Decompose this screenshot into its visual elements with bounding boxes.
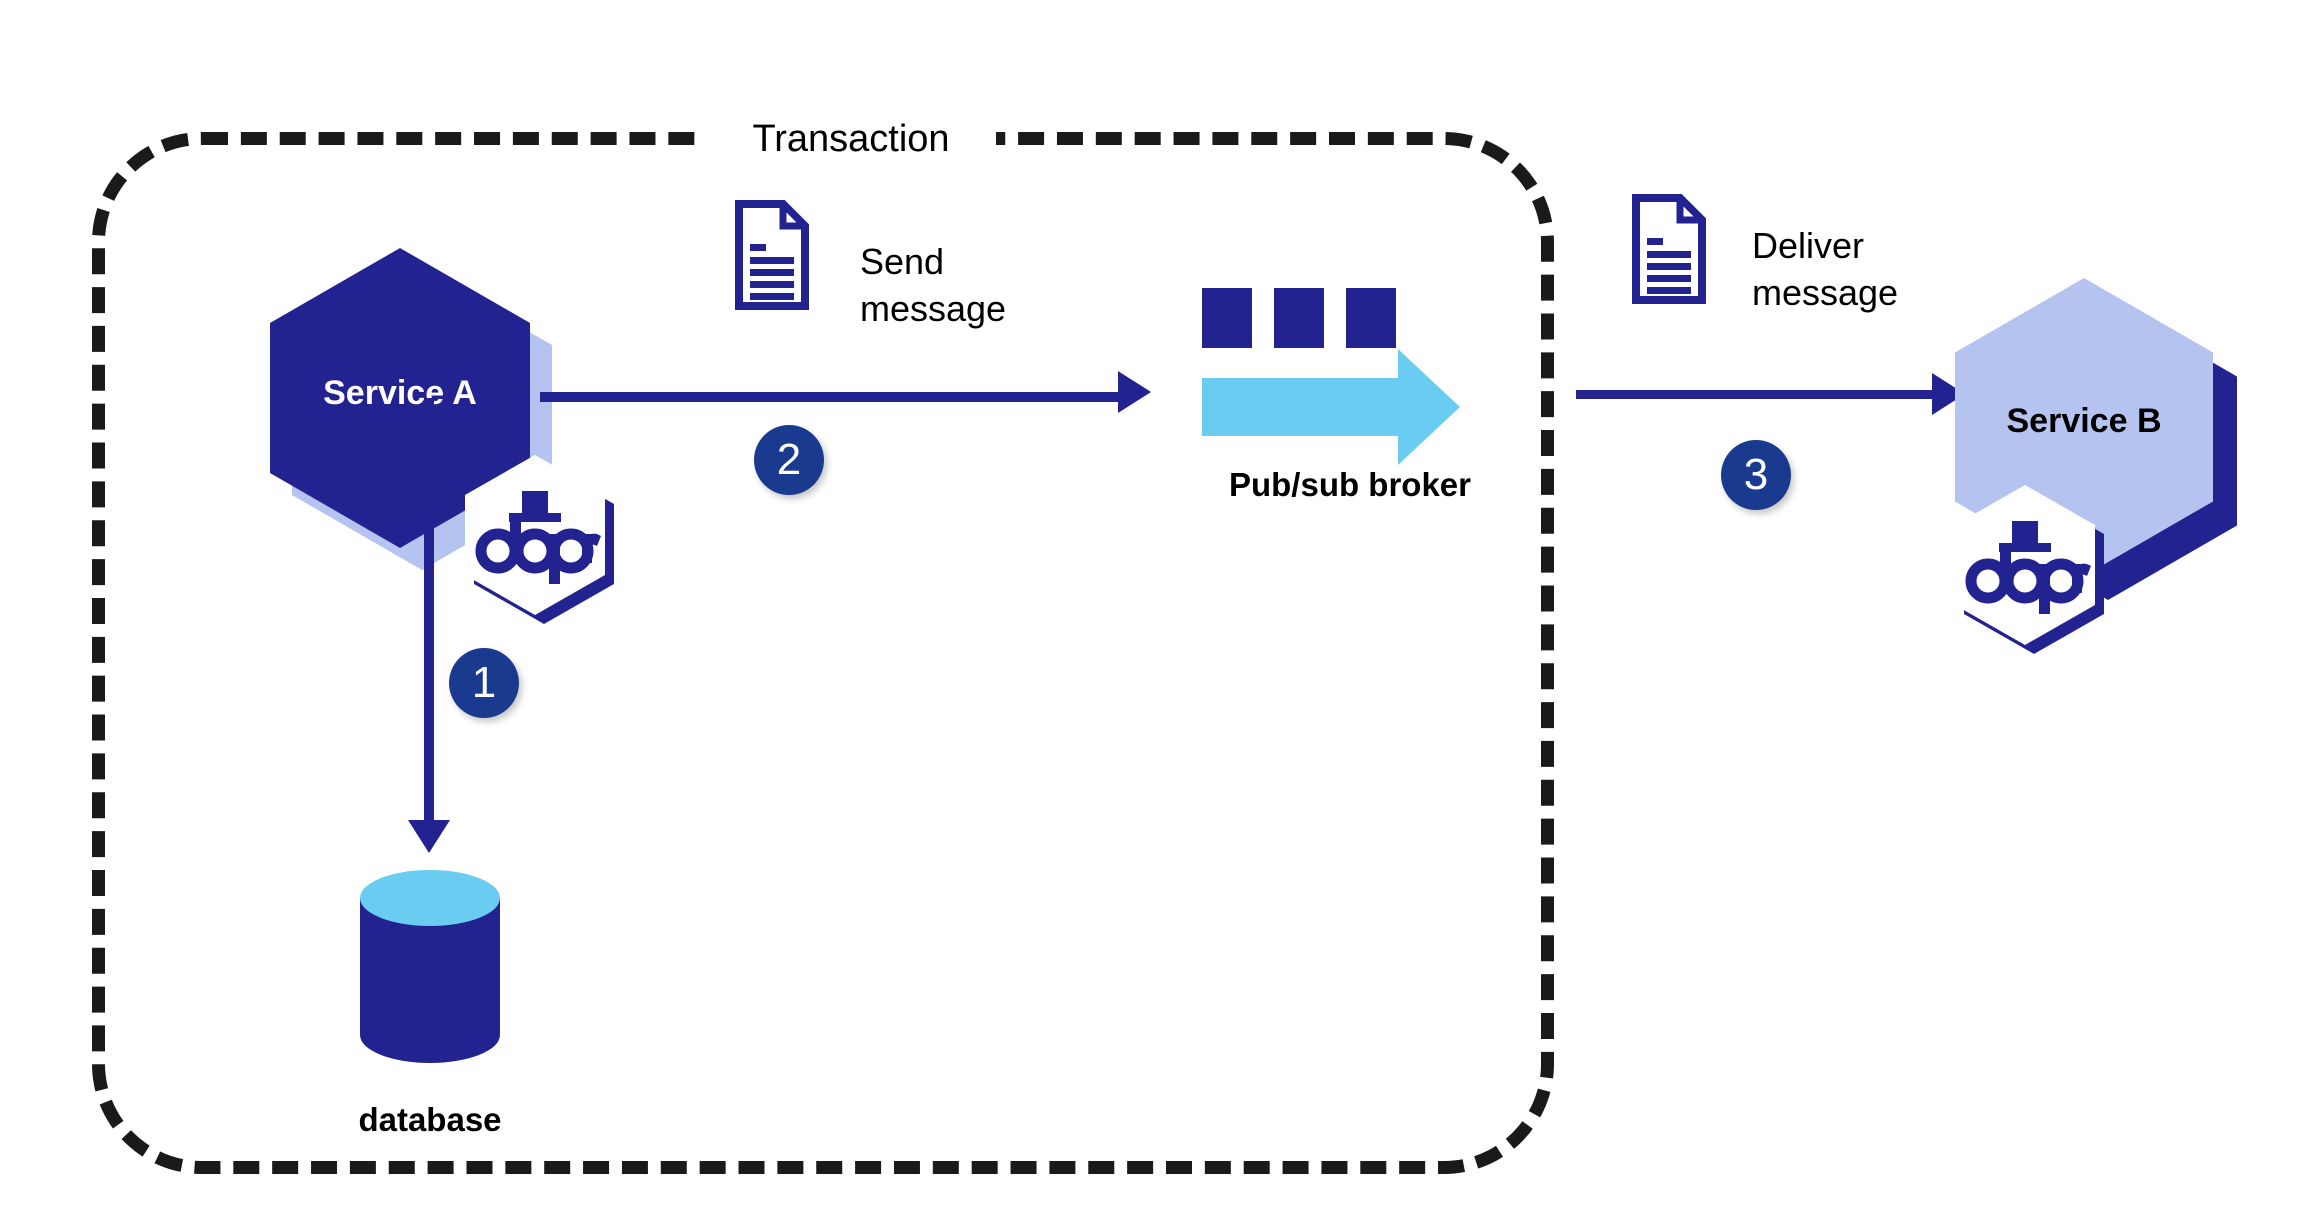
arrow-head-right-icon xyxy=(1118,371,1151,413)
step-badge-2: 2 xyxy=(754,425,824,495)
database-label: database xyxy=(358,1101,502,1138)
service-b-label: Service B xyxy=(2006,402,2162,440)
dapr-logo xyxy=(1955,485,2104,654)
deliver-message-line-2: message xyxy=(1752,272,1899,313)
pubsub-broker-icon xyxy=(1198,288,1498,468)
broker-message-box-1 xyxy=(1202,288,1252,348)
database-top xyxy=(360,870,500,926)
arrow-service-a-to-database xyxy=(424,398,434,826)
dapr-logo xyxy=(465,455,614,624)
step-badge-1: 1 xyxy=(449,648,519,718)
deliver-message-label: Deliver message xyxy=(1752,222,1982,316)
transaction-boundary xyxy=(92,132,1554,1174)
broker-message-box-2 xyxy=(1274,288,1324,348)
pubsub-broker-label: Pub/sub broker xyxy=(1228,466,1472,503)
broker-arrow-shaft xyxy=(1202,378,1402,436)
step-badge-3: 3 xyxy=(1721,440,1791,510)
document-icon xyxy=(1632,194,1706,304)
deliver-message-line-1: Deliver xyxy=(1752,225,1865,266)
dapr-wordmark-icon xyxy=(1965,521,2091,614)
arrow-service-a-to-broker xyxy=(540,392,1120,402)
broker-arrow-head-icon xyxy=(1398,349,1460,465)
send-message-label: Send message xyxy=(860,238,1070,332)
database-cylinder-icon xyxy=(360,870,500,1090)
arrow-broker-to-service-b xyxy=(1576,390,1936,399)
arrow-head-down-icon xyxy=(408,820,450,853)
document-icon xyxy=(735,200,809,310)
send-message-line-2: message xyxy=(860,288,1007,329)
broker-message-box-3 xyxy=(1346,288,1396,348)
transaction-label: Transaction xyxy=(706,112,996,166)
service-a-label: Service A xyxy=(323,374,477,412)
send-message-line-1: Send xyxy=(860,241,945,282)
dapr-wordmark-icon xyxy=(475,491,601,584)
